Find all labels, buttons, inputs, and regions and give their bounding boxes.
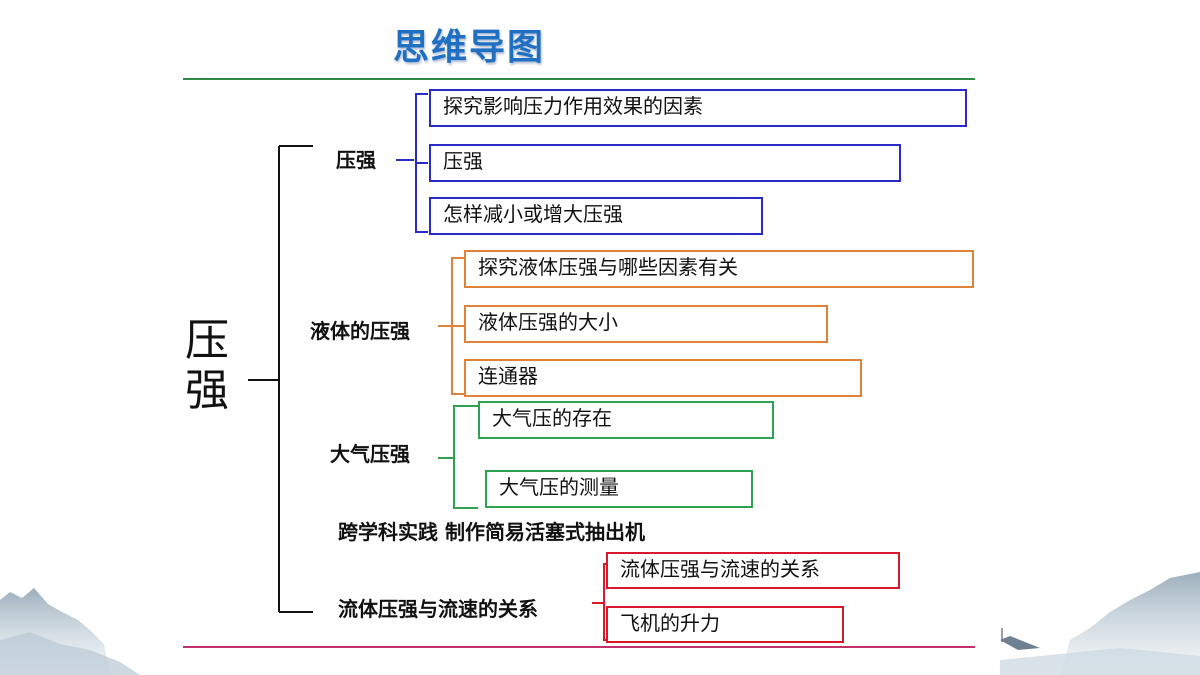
bottom-divider [183,646,975,648]
branch-fluid-pressure-velocity: 流体压强与流速的关系 [338,597,538,621]
leaf-node: 怎样减小或增大压强 [429,197,763,235]
page-title: 思维导图 [393,27,546,68]
leaf-node: 液体压强的大小 [464,305,828,343]
leaf-node: 大气压的存在 [478,401,774,439]
leaf-node: 探究液体压强与哪些因素有关 [464,250,974,288]
top-divider [183,78,975,80]
branch-pressure: 压强 [336,148,376,172]
leaf-node: 大气压的测量 [485,470,753,508]
leaf-node: 连通器 [464,359,862,397]
root-node: 压强 [185,315,229,416]
leaf-node: 飞机的升力 [606,606,844,643]
leaf-node: 压强 [429,144,901,182]
branch-interdisciplinary-practice: 跨学科实践 制作简易活塞式抽出机 [338,520,645,544]
branch-atmospheric-pressure: 大气压强 [330,442,410,466]
leaf-node: 流体压强与流速的关系 [606,552,900,589]
leaf-node: 探究影响压力作用效果的因素 [429,89,967,127]
branch-liquid-pressure: 液体的压强 [310,319,410,343]
